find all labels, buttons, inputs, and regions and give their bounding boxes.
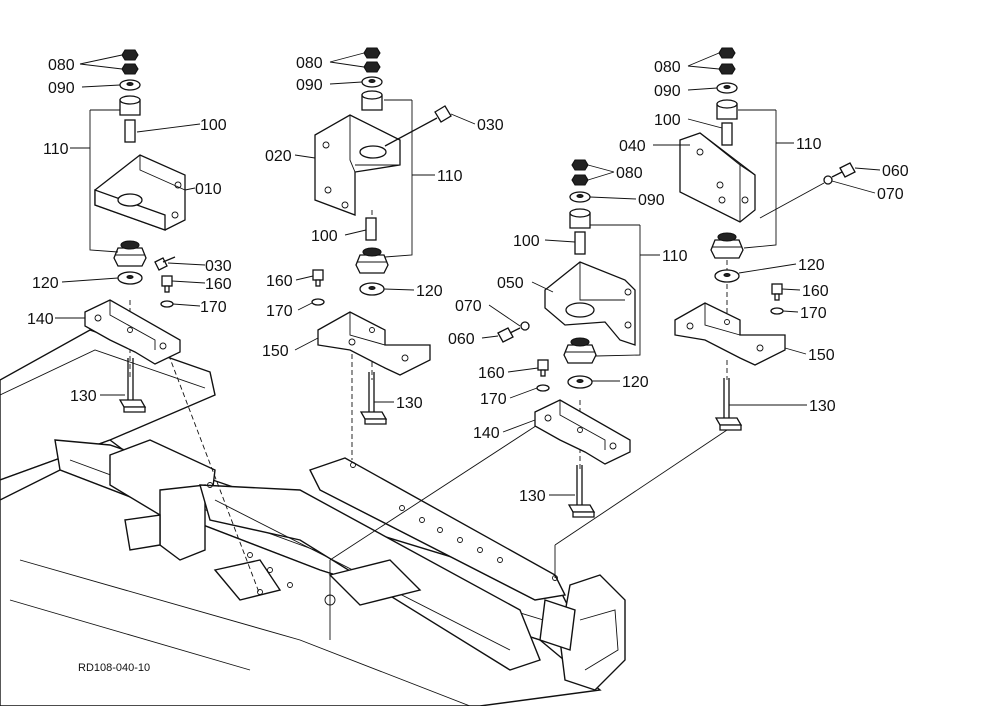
callout-110-center: 110 — [662, 248, 688, 265]
callout-170-middle: 170 — [266, 303, 293, 320]
chassis-frame — [0, 329, 626, 706]
callout-120-right: 120 — [798, 257, 825, 274]
callout-170-right: 170 — [800, 305, 827, 322]
callout-150-middle: 150 — [262, 343, 289, 360]
mount-assembly-right — [674, 47, 856, 431]
callout-080-center: 080 — [616, 165, 643, 182]
callout-160-center: 160 — [478, 365, 505, 382]
callout-080-left: 080 — [48, 57, 75, 74]
callout-060-right: 060 — [882, 163, 909, 180]
callout-130-left: 130 — [70, 388, 97, 405]
callout-090-middle: 090 — [296, 77, 323, 94]
callout-030-middle: 030 — [477, 117, 504, 134]
callout-120-center: 120 — [622, 374, 649, 391]
callout-080-right: 080 — [654, 59, 681, 76]
callout-090-left: 090 — [48, 80, 75, 97]
callout-010: 010 — [195, 181, 222, 198]
callout-150-right: 150 — [808, 347, 835, 364]
callout-100-left: 100 — [200, 117, 227, 134]
callout-090-right: 090 — [654, 83, 681, 100]
callout-130-right: 130 — [809, 398, 836, 415]
callout-160-left: 160 — [205, 276, 232, 293]
callout-100-center: 100 — [513, 233, 540, 250]
callout-100-middle: 100 — [311, 228, 338, 245]
callout-170-center: 170 — [480, 391, 507, 408]
callout-060-center: 060 — [448, 331, 475, 348]
callout-130-middle: 130 — [396, 395, 423, 412]
callout-140-center: 140 — [473, 425, 500, 442]
callout-130-center: 130 — [519, 488, 546, 505]
callout-170-left: 170 — [200, 299, 227, 316]
callout-120-middle: 120 — [416, 283, 443, 300]
callout-labels: 080 090 110 100 010 030 160 170 120 140 … — [27, 55, 909, 674]
callout-160-right: 160 — [802, 283, 829, 300]
mount-assembly-left — [84, 49, 186, 413]
callout-030-left: 030 — [205, 258, 232, 275]
drawing-reference-number: RD108-040-10 — [78, 662, 150, 674]
callout-140-left: 140 — [27, 311, 54, 328]
callout-070-right: 070 — [877, 186, 904, 203]
callout-070-center: 070 — [455, 298, 482, 315]
callout-040: 040 — [619, 138, 646, 155]
callout-160-middle: 160 — [266, 273, 293, 290]
callout-110-middle: 110 — [437, 168, 463, 185]
callout-110-left: 110 — [43, 141, 69, 158]
callout-100-right: 100 — [654, 112, 681, 129]
callout-050: 050 — [497, 275, 524, 292]
callout-090-center: 090 — [638, 192, 665, 209]
callout-020: 020 — [265, 148, 292, 165]
mount-assembly-center — [497, 159, 641, 518]
callout-110-right: 110 — [796, 136, 822, 153]
leader-lines — [55, 52, 881, 496]
callout-120-left: 120 — [32, 275, 59, 292]
callout-080-middle: 080 — [296, 55, 323, 72]
mount-assembly-middle — [311, 47, 452, 425]
